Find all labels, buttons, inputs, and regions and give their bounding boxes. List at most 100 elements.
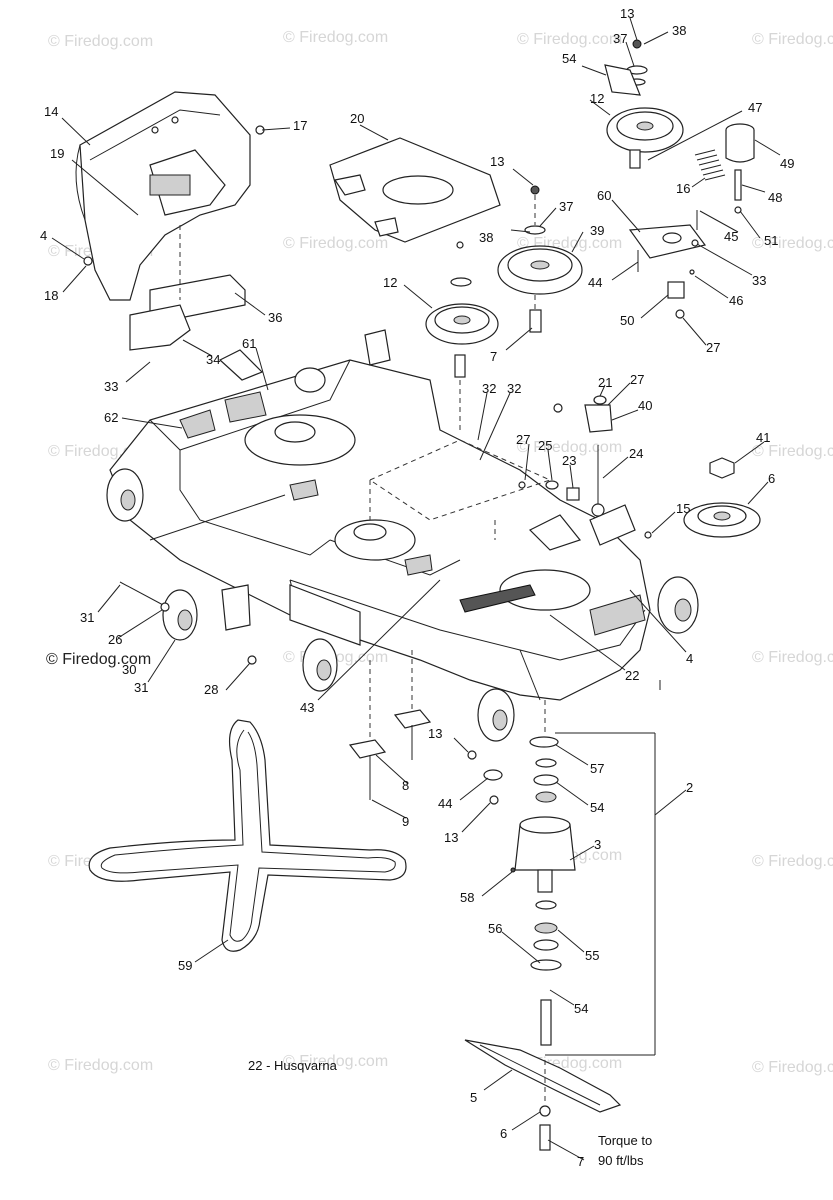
callout-55: 56 bbox=[488, 921, 502, 936]
callout-34: 34 bbox=[206, 352, 220, 367]
callout-51: 51 bbox=[764, 233, 778, 248]
callout-labels: 14 19 17 4 18 36 34 33 20 61 62 13 38 37… bbox=[40, 6, 794, 1169]
callout-13: 13 bbox=[490, 154, 504, 169]
watermark: © Firedog.com bbox=[752, 853, 833, 870]
callout-41: 41 bbox=[756, 430, 770, 445]
callout-38: 38 bbox=[479, 230, 493, 245]
callout-47: 47 bbox=[748, 100, 762, 115]
callout-9: 7 bbox=[490, 349, 497, 364]
lower-hardware bbox=[348, 650, 503, 805]
callout-52: 54 bbox=[562, 51, 576, 66]
callout-10: 8 bbox=[402, 778, 409, 793]
callout-39: 39 bbox=[590, 223, 604, 238]
callout-5: 5 bbox=[470, 1090, 477, 1105]
callout-28: 30 bbox=[122, 662, 136, 677]
callout-2: 2 bbox=[686, 780, 693, 795]
callout-6: 6 bbox=[500, 1126, 507, 1141]
watermark: © Firedog.com bbox=[752, 443, 833, 460]
spindle-assembly bbox=[510, 700, 656, 1056]
callout-56: 57 bbox=[590, 761, 604, 776]
torque-note-line2: 90 ft/lbs bbox=[598, 1153, 644, 1168]
callout-37: 37 bbox=[559, 199, 573, 214]
callout-19: 19 bbox=[50, 146, 64, 161]
callout-16: 16 bbox=[676, 181, 690, 196]
watermark: © Firedog.com bbox=[48, 1057, 153, 1074]
callout-49: 49 bbox=[780, 156, 794, 171]
callout-29: 31 bbox=[80, 610, 94, 625]
callout-15: 15 bbox=[676, 501, 690, 516]
callout-27: 27 bbox=[706, 340, 720, 355]
watermark: © Firedog.com bbox=[46, 651, 151, 668]
callout-42: 43 bbox=[300, 700, 314, 715]
callout-37: 37 bbox=[613, 31, 627, 46]
callout-12: 12 bbox=[590, 91, 604, 106]
callout-32: 33 bbox=[752, 273, 766, 288]
callout-25: 25 bbox=[538, 438, 552, 453]
callout-22: 22 bbox=[625, 668, 639, 683]
watermark: © Firedog.com bbox=[752, 31, 833, 48]
callout-57: 58 bbox=[460, 890, 474, 905]
callout-18: 18 bbox=[44, 288, 58, 303]
callout-3: 3 bbox=[594, 837, 601, 852]
callout-24: 24 bbox=[629, 446, 643, 461]
callout-17: 17 bbox=[293, 118, 307, 133]
pulley-left bbox=[425, 241, 499, 430]
callout-61: 62 bbox=[104, 410, 118, 425]
callout-60: 61 bbox=[242, 336, 256, 351]
callout-46: 46 bbox=[729, 293, 743, 308]
watermark: © Firedog.com bbox=[752, 1059, 833, 1076]
callout-48: 48 bbox=[768, 190, 782, 205]
callout-13: 13 bbox=[620, 6, 634, 21]
callout-4: 4 bbox=[40, 228, 47, 243]
anti-scalp-wheels bbox=[106, 367, 699, 742]
callout-30: 31 bbox=[134, 680, 148, 695]
callout-13: 13 bbox=[428, 726, 442, 741]
callout-12: 12 bbox=[383, 275, 397, 290]
callout-20: 20 bbox=[350, 111, 364, 126]
callout-45: 45 bbox=[724, 229, 738, 244]
callout-33: 33 bbox=[104, 379, 118, 394]
callout-21: 21 bbox=[598, 375, 612, 390]
callout-7: 7 bbox=[577, 1154, 584, 1169]
callout-23: 23 bbox=[562, 453, 576, 468]
callout-27: 28 bbox=[204, 682, 218, 697]
mower-deck bbox=[109, 329, 651, 701]
callout-31: 32 bbox=[482, 381, 496, 396]
callout-43: 44 bbox=[438, 796, 452, 811]
watermark: © Firedog.com bbox=[283, 29, 388, 46]
brand-note: 22 - Husqvarna bbox=[248, 1058, 338, 1073]
callout-14: 14 bbox=[44, 104, 58, 119]
watermark: © Firedog.com bbox=[752, 235, 833, 252]
callout-59: 60 bbox=[597, 188, 611, 203]
callout-36: 36 bbox=[268, 310, 282, 325]
watermark: © Firedog.com bbox=[48, 33, 153, 50]
idler-assembly-center bbox=[497, 185, 583, 333]
callout-25: 26 bbox=[108, 632, 122, 647]
callout-11: 9 bbox=[402, 814, 409, 829]
watermark: © Firedog.com bbox=[517, 31, 622, 48]
callout-54: 55 bbox=[585, 948, 599, 963]
deflector-shield bbox=[75, 91, 265, 351]
left-hardware bbox=[119, 581, 257, 665]
callout-27: 27 bbox=[630, 372, 644, 387]
callout-26: 27 bbox=[516, 432, 530, 447]
callout-53: 54 bbox=[574, 1001, 588, 1016]
deck-cover-plate bbox=[329, 137, 501, 243]
callout-50: 50 bbox=[620, 313, 634, 328]
callout-4: 4 bbox=[686, 651, 693, 666]
callout-38: 38 bbox=[672, 23, 686, 38]
watermark: © Firedog.com bbox=[517, 439, 622, 456]
drive-belt bbox=[88, 719, 407, 952]
blade bbox=[464, 1039, 622, 1151]
watermark: © Firedog.com bbox=[283, 1053, 388, 1070]
watermark: © Firedog.com bbox=[752, 649, 833, 666]
leader-lines bbox=[51, 17, 781, 1161]
callout-40: 40 bbox=[638, 398, 652, 413]
torque-note-line1: Torque to bbox=[598, 1133, 652, 1148]
callout-44: 44 bbox=[588, 275, 602, 290]
watermark: © Firedog.com bbox=[283, 235, 388, 252]
callout-58: 59 bbox=[178, 958, 192, 973]
callout-32: 32 bbox=[507, 381, 521, 396]
callout-13: 13 bbox=[444, 830, 458, 845]
